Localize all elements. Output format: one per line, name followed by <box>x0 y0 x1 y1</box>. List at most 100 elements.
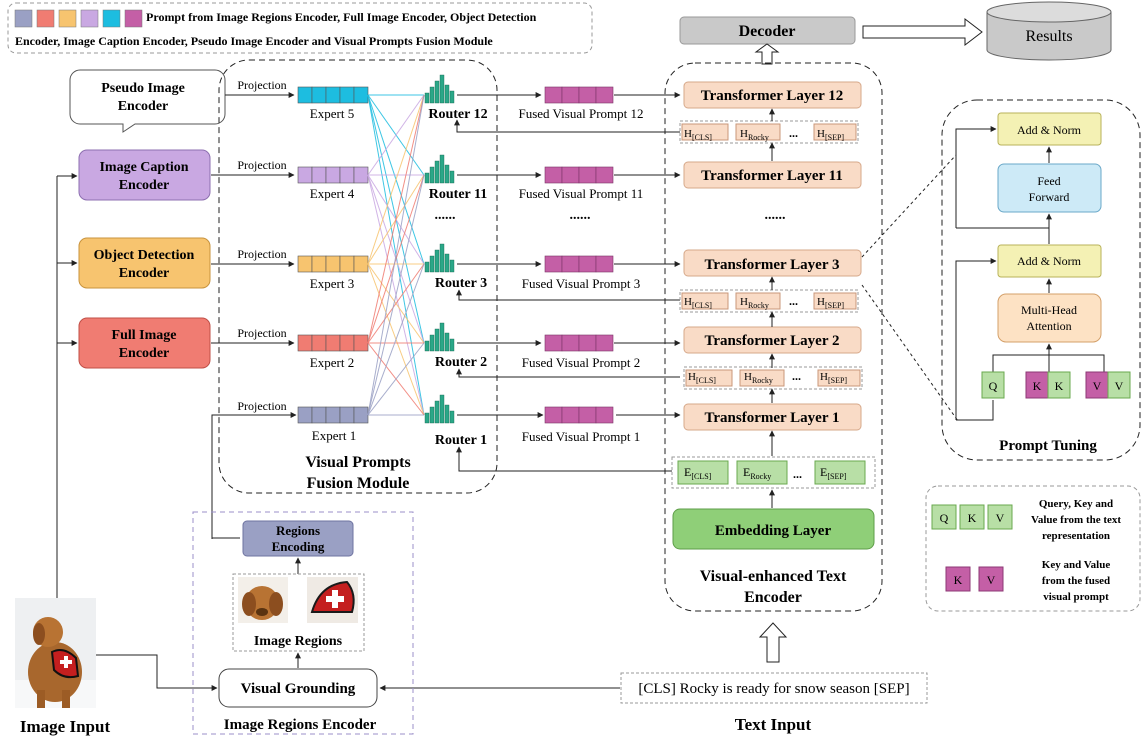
regions-encoding-label-2: Encoding <box>272 539 325 554</box>
fused-prompt-cell <box>561 255 580 273</box>
expert-cell <box>325 406 341 424</box>
h-rocky-box <box>735 292 781 310</box>
h-cls-token: H[CLS] <box>684 296 712 310</box>
full-encoder-label-2: Encoder <box>119 346 170 361</box>
fused-prompt-bar <box>544 255 614 273</box>
expert-3-bar <box>297 255 369 273</box>
router-bar <box>439 74 445 104</box>
expert-router-line <box>367 94 425 416</box>
pt-v-text-box <box>1107 371 1131 399</box>
expert-cell <box>353 406 369 424</box>
color-legend: Prompt from Image Regions Encoder, Full … <box>7 2 593 54</box>
fused-prompt-cell <box>544 406 563 424</box>
h-row-2: H[CLS] HRocky ... H[SEP] <box>688 369 847 385</box>
router-12-label: Router 12 <box>428 107 487 122</box>
router-3-label: Router 3 <box>435 276 487 291</box>
router-bar <box>444 84 450 104</box>
fused-prompt-bar <box>544 406 614 424</box>
router-bar <box>424 92 430 104</box>
expert-cell <box>311 166 327 184</box>
text-input-label: Text Input <box>735 715 812 734</box>
fused-prompt-cell <box>578 166 597 184</box>
transformer-layer-1-label: Transformer Layer 1 <box>705 410 840 426</box>
h-rocky-box <box>739 369 785 387</box>
expert-cell <box>311 334 327 352</box>
prompt-tuning-panel: Add & Norm Feed Forward Add & Norm Multi… <box>861 99 1141 461</box>
projection-label-5: Projection <box>237 78 286 92</box>
router-2-label: Router 2 <box>435 355 487 370</box>
fused-prompt-cell <box>561 86 580 104</box>
router-bar <box>444 164 450 184</box>
h-cls-token: H[CLS] <box>684 128 712 142</box>
fused-prompt-cell <box>595 255 614 273</box>
dog-head-region-image <box>238 577 288 623</box>
expert-cell <box>353 334 369 352</box>
routers <box>424 74 455 424</box>
fused-prompt-cell <box>578 334 597 352</box>
hidden-state-rows <box>679 120 863 390</box>
router-bar <box>444 332 450 352</box>
h-sep-token: H[SEP] <box>820 371 847 385</box>
h-ellipsis: ... <box>789 126 798 140</box>
router-bar <box>439 394 445 424</box>
add-norm-bottom <box>997 244 1102 278</box>
h-sep-box <box>813 123 857 141</box>
router-1-label: Router 1 <box>435 433 487 448</box>
router-bar <box>424 340 430 352</box>
e-ellipsis: ... <box>793 467 802 481</box>
multi-head-attention <box>997 293 1102 343</box>
fused-prompt-cell <box>544 255 563 273</box>
legend-k-label: K <box>968 511 977 525</box>
expert-router-line <box>367 174 425 344</box>
expert-cell <box>339 255 355 273</box>
h-cls-box <box>681 123 729 141</box>
pseudo-encoder-label-2: Encoder <box>118 99 169 114</box>
h-row-12: H[CLS] HRocky ... H[SEP] <box>684 126 844 142</box>
experts <box>297 86 369 424</box>
legend-text-line-1: Query, Key and <box>1039 498 1113 510</box>
pt-k-text-box <box>1047 371 1071 399</box>
projection-label-2: Projection <box>237 326 286 340</box>
transformer-dots: ...... <box>765 208 786 223</box>
transformer-layers <box>683 81 862 431</box>
fused-prompt-bar <box>544 334 614 352</box>
feed-forward-label-2: Forward <box>1029 190 1070 204</box>
pt-q-box <box>981 371 1005 399</box>
router-bar <box>434 80 440 104</box>
mha-label-2: Attention <box>1026 319 1071 333</box>
fused-prompt-cell <box>595 334 614 352</box>
router-2-histogram <box>424 243 455 273</box>
caption-encoder-label-2: Encoder <box>119 178 170 193</box>
qkv-legend: Q K V Query, Key and Value from the text… <box>925 485 1141 612</box>
h-sep-box <box>813 292 857 310</box>
transformer-layer-11-label: Transformer Layer 11 <box>701 168 843 184</box>
legend-swatch <box>80 9 99 28</box>
fused-prompt-dots: ...... <box>570 208 591 223</box>
legend-v-box <box>987 504 1013 530</box>
expert-router-line <box>367 342 425 416</box>
fused-prompt-cell <box>561 406 580 424</box>
pt-q-label: Q <box>989 379 998 393</box>
fused-prompt-cell <box>595 86 614 104</box>
expert-cell <box>353 255 369 273</box>
full-image-encoder: Full Image Encoder <box>78 317 211 369</box>
expert-5-label: Expert 5 <box>310 106 354 121</box>
router-11-label: Router 11 <box>429 187 487 202</box>
h-sep-token: H[SEP] <box>817 128 844 142</box>
legend-swatches <box>14 9 143 28</box>
embedding-token-row: E[CLS] ERocky ... E[SEP] <box>671 456 876 489</box>
legend-v-label: V <box>996 511 1005 525</box>
image-regions-label: Image Regions <box>254 634 343 649</box>
legend-fused-line-1: Key and Value <box>1042 559 1111 571</box>
router-bar <box>429 334 435 352</box>
expert-cell <box>339 406 355 424</box>
expert-4-label: Expert 4 <box>310 186 355 201</box>
expert-cell <box>339 86 355 104</box>
visual-grounding-label: Visual Grounding <box>241 681 356 697</box>
h-cls-token: H[CLS] <box>688 371 716 385</box>
expert-cell <box>297 406 313 424</box>
router-bar <box>439 243 445 273</box>
h-rocky-box <box>735 123 781 141</box>
text-encoder-title-1: Visual-enhanced Text <box>700 568 847 585</box>
text-input-sentence: [CLS] Rocky is ready for snow season [SE… <box>638 681 909 697</box>
